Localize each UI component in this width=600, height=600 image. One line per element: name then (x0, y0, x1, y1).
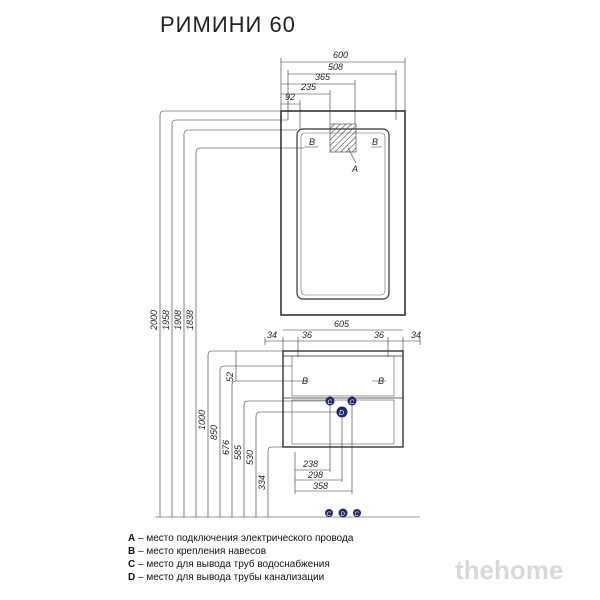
height-dimension-lines (159, 110, 337, 517)
dim-334: 334 (257, 475, 267, 490)
marker-a-label: A (351, 164, 358, 174)
dim-235: 235 (300, 82, 317, 92)
mirror-inner-frame (296, 128, 390, 300)
floor-c-left-label: C (327, 512, 332, 518)
cabinet: B B C C D (282, 350, 404, 448)
dim-36-left: 36 (302, 330, 312, 340)
pipe-c-left-label: C (328, 399, 333, 406)
mirror-glass (300, 132, 386, 296)
dim-508: 508 (328, 62, 343, 72)
dim-36-right: 36 (374, 330, 384, 340)
mirror-width-labels: 600 508 365 235 92 (285, 50, 348, 102)
dim-600: 600 (333, 50, 348, 60)
dim-2000: 2000 (149, 310, 159, 331)
floor-pipe-d-icon (338, 508, 348, 518)
dim-358: 358 (313, 481, 328, 491)
marker-b-right-label: B (372, 137, 378, 147)
legend-item-a: A – место подключения электрического про… (128, 533, 354, 544)
dim-238: 238 (302, 459, 318, 469)
pipe-c-left-icon (325, 396, 335, 406)
mirror-outer-frame (280, 110, 406, 316)
legend-item-b: B – место крепления навесов (128, 546, 266, 557)
dim-1838: 1838 (185, 310, 195, 330)
mirror: A B B (280, 110, 406, 316)
dim-585: 585 (233, 444, 243, 460)
pipe-d-icon (336, 406, 348, 418)
dim-605: 605 (334, 319, 350, 329)
dim-34-left: 34 (267, 330, 277, 340)
floor-level: C D C (155, 508, 420, 518)
cabinet-top-dimensions (264, 337, 421, 357)
dim-1908: 1908 (173, 310, 183, 330)
electric-connection-zone (329, 123, 357, 153)
dim-92: 92 (285, 92, 295, 102)
cabinet-bottom-dimensions (294, 404, 353, 494)
cabinet-lower-drawer (291, 399, 395, 445)
diagram-title: РИМИНИ 60 (160, 12, 296, 37)
marker-a-leader (347, 147, 357, 164)
cabinet-top-labels: 34 36 605 36 34 (267, 319, 421, 340)
cabinet-body (282, 350, 404, 448)
floor-pipe-c-left-icon (325, 509, 333, 517)
dim-530: 530 (245, 450, 255, 465)
pipe-c-right-label: C (350, 399, 355, 406)
dim-298: 298 (307, 470, 323, 480)
pipe-c-right-icon (347, 396, 357, 406)
floor-d-label: D (341, 512, 346, 518)
dim-52: 52 (225, 372, 235, 382)
dim-1958: 1958 (161, 310, 171, 330)
floor-pipe-c-right-icon (353, 509, 361, 517)
cabinet-bottom-labels: 238 298 358 (302, 459, 328, 491)
cabinet-marker-b-right: B (378, 376, 384, 386)
height-dimension-labels: 2000 1958 1908 1838 1000 850 676 585 530… (149, 310, 267, 490)
cabinet-upper-drawer (291, 355, 395, 397)
dim-34-right: 34 (411, 330, 421, 340)
dim-676: 676 (221, 440, 231, 455)
cabinet-marker-b-left: B (302, 376, 308, 386)
floor-c-right-label: C (355, 512, 360, 518)
legend-item-c: C – место для вывода труб водоснабжения (128, 558, 330, 570)
watermark-logo: thehome (455, 555, 564, 585)
dim-1000: 1000 (197, 410, 207, 430)
legend-item-d: D – место для вывода трубы канализации (128, 571, 324, 583)
pipe-d-label: D (339, 410, 344, 417)
dim-850: 850 (209, 425, 219, 440)
mirror-width-dimensions (280, 58, 406, 130)
marker-b-left-label: B (309, 137, 315, 147)
dim-365: 365 (315, 72, 331, 82)
legend: A – место подключения электрического про… (128, 533, 354, 583)
